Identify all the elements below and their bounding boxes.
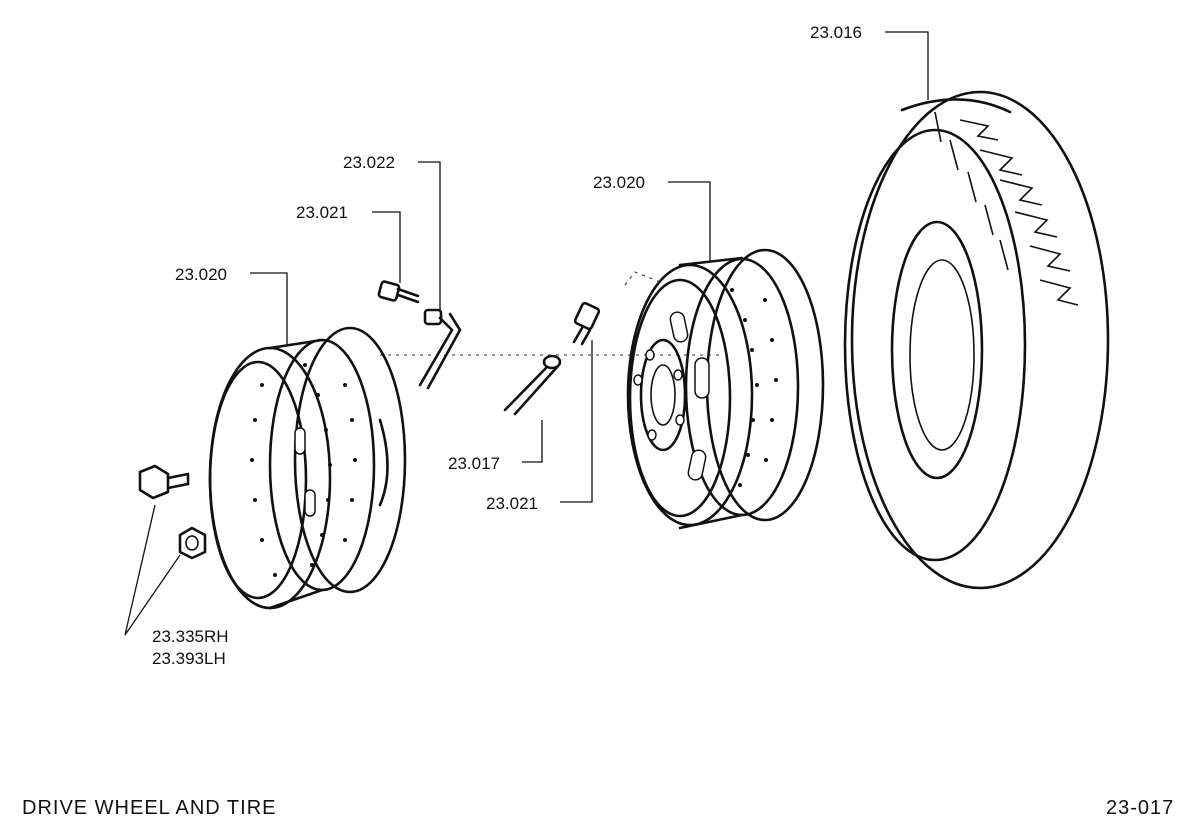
callout-valve-extension: 23.022 — [343, 153, 395, 172]
rim-rear — [208, 326, 407, 610]
callout-valve-stem: 23.017 — [448, 454, 500, 473]
callout-nut-lh: 23.393LH — [152, 649, 226, 668]
footer-page-code: 23-017 — [1106, 797, 1174, 819]
tire — [843, 90, 1110, 590]
leader-lines — [124, 31, 929, 636]
callout-valve-core-front: 23.021 — [486, 494, 538, 513]
valve-core-top — [377, 280, 420, 304]
tire-tread — [934, 111, 1079, 306]
rim-front-bead-dots — [730, 288, 778, 487]
callout-tire: 23.016 — [810, 23, 862, 42]
wheel-nut — [178, 526, 207, 560]
callout-rim-rear: 23.020 — [175, 265, 227, 284]
callout-rim-front: 23.020 — [593, 173, 645, 192]
valve-stem — [503, 354, 562, 416]
wheel-bolt — [138, 464, 190, 500]
valve-extension — [418, 308, 462, 390]
rim-rear-bead-dots — [250, 363, 357, 577]
rim-front — [624, 248, 825, 530]
callout-valve-core-top: 23.021 — [296, 203, 348, 222]
valve-core-front — [572, 301, 601, 346]
callout-nut-rh: 23.335RH — [152, 627, 229, 646]
footer-title: DRIVE WHEEL AND TIRE — [22, 797, 277, 819]
